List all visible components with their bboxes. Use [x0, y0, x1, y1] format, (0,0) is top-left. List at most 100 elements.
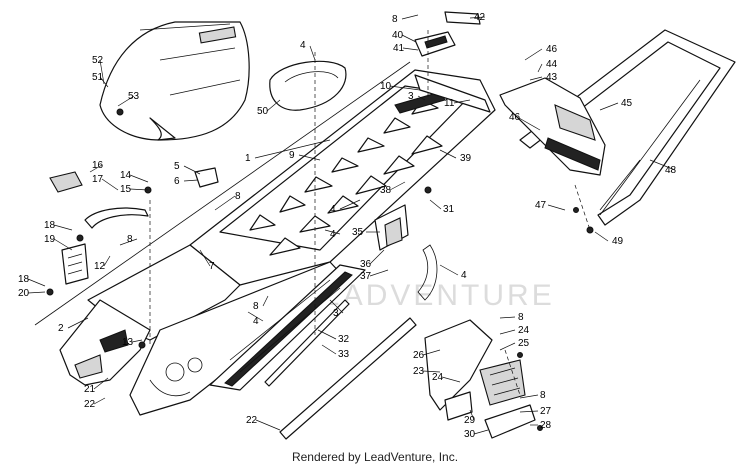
callout-25: 25 [518, 338, 530, 349]
callout-leader [389, 181, 406, 191]
callout-30: 30 [464, 429, 476, 440]
callout-leader [401, 14, 419, 20]
callout-11: 11 [444, 98, 455, 109]
callout-leader [453, 99, 471, 104]
callout-15: 15 [120, 184, 132, 195]
callout-leader [131, 339, 143, 343]
callout-32: 32 [338, 334, 350, 345]
callout-17: 17 [92, 174, 104, 185]
callout-3: 3 [333, 308, 339, 319]
callout-2: 2 [58, 323, 64, 334]
callout-leader [499, 316, 516, 319]
callout-24: 24 [432, 372, 444, 383]
callout-leader [117, 95, 135, 107]
callout-19: 19 [44, 234, 56, 245]
callout-31: 31 [443, 204, 455, 215]
callout-46: 46 [546, 44, 558, 55]
callout-leader [389, 85, 421, 91]
callout-leader [119, 238, 138, 246]
callout-leader [439, 149, 457, 159]
callout-leader [103, 255, 111, 267]
callout-leader [262, 295, 269, 307]
fasteners [46, 108, 594, 431]
callout-leader [199, 249, 211, 267]
callout-20: 20 [18, 288, 30, 299]
callout-leader [499, 342, 516, 351]
callout-leader [53, 224, 73, 231]
callout-leader [537, 63, 543, 73]
callout-leader [369, 269, 389, 277]
callout-leader [547, 204, 566, 211]
callout-28: 28 [540, 420, 552, 431]
callout-36: 36 [360, 259, 372, 270]
callout-leader [247, 311, 264, 322]
callout-leader [422, 349, 441, 356]
callout-leader [93, 377, 109, 390]
callout-22: 22 [246, 415, 258, 426]
callout-8: 8 [392, 14, 398, 25]
callout-leader [27, 291, 46, 294]
assembly-guide-line [34, 61, 411, 326]
callout-4: 4 [330, 204, 336, 215]
callout-49: 49 [612, 236, 624, 247]
callout-18: 18 [44, 220, 56, 231]
callout-46: 46 [509, 112, 521, 123]
callout-leader [524, 48, 543, 61]
callout-leader [469, 409, 475, 421]
callout-leader [214, 195, 236, 211]
callout-leader [339, 199, 361, 210]
callout-leader [255, 419, 281, 431]
callout-13: 13 [122, 337, 134, 348]
callout-23: 23 [413, 366, 425, 377]
callout-39: 39 [460, 153, 472, 164]
callout-leader [67, 317, 89, 329]
running-board [209, 264, 366, 391]
callout-16: 16 [92, 160, 104, 171]
callout-leader [53, 238, 73, 251]
tool-bag [269, 60, 347, 111]
callout-40: 40 [392, 30, 404, 41]
callout-leader [529, 76, 543, 81]
callout-leader [473, 429, 489, 435]
callout-21: 21 [84, 384, 96, 395]
callout-leader [266, 99, 281, 112]
callout-leader [324, 229, 341, 235]
callout-leader [441, 376, 461, 383]
callout-9: 9 [289, 150, 295, 161]
callout-7: 7 [209, 261, 215, 272]
callout-leader [309, 45, 316, 61]
callout-41: 41 [393, 43, 405, 54]
callout-leader [402, 47, 419, 51]
callout-leader [499, 329, 516, 335]
brackets [374, 74, 491, 301]
callout-33: 33 [338, 349, 350, 360]
callout-leader [183, 179, 199, 182]
callout-14: 14 [120, 170, 132, 181]
callout-leader [99, 76, 109, 88]
snowflap-bracket [414, 11, 481, 57]
callout-leader [519, 410, 539, 413]
callout-37: 37 [360, 271, 372, 282]
callout-51: 51 [92, 72, 104, 83]
left-small-parts [49, 167, 219, 285]
footer-credit: Rendered by LeadVenture, Inc. [291, 450, 459, 464]
callout-leader [89, 164, 103, 173]
callout-leader [519, 394, 539, 399]
callout-12: 12 [94, 261, 106, 272]
callout-44: 44 [546, 59, 558, 70]
tunnel-chassis [87, 69, 496, 416]
callout-35: 35 [352, 227, 364, 238]
callout-48: 48 [665, 165, 677, 176]
callout-8: 8 [253, 301, 259, 312]
callout-leader [369, 249, 385, 265]
callout-3: 3 [408, 91, 414, 102]
callout-5: 5 [174, 161, 180, 172]
callout-leader [298, 154, 321, 161]
callout-leader [129, 188, 149, 191]
callout-leader [439, 264, 459, 276]
callout-leader [599, 102, 619, 111]
callout-8: 8 [540, 390, 546, 401]
callout-leader [101, 178, 119, 191]
callout-47: 47 [535, 200, 547, 211]
